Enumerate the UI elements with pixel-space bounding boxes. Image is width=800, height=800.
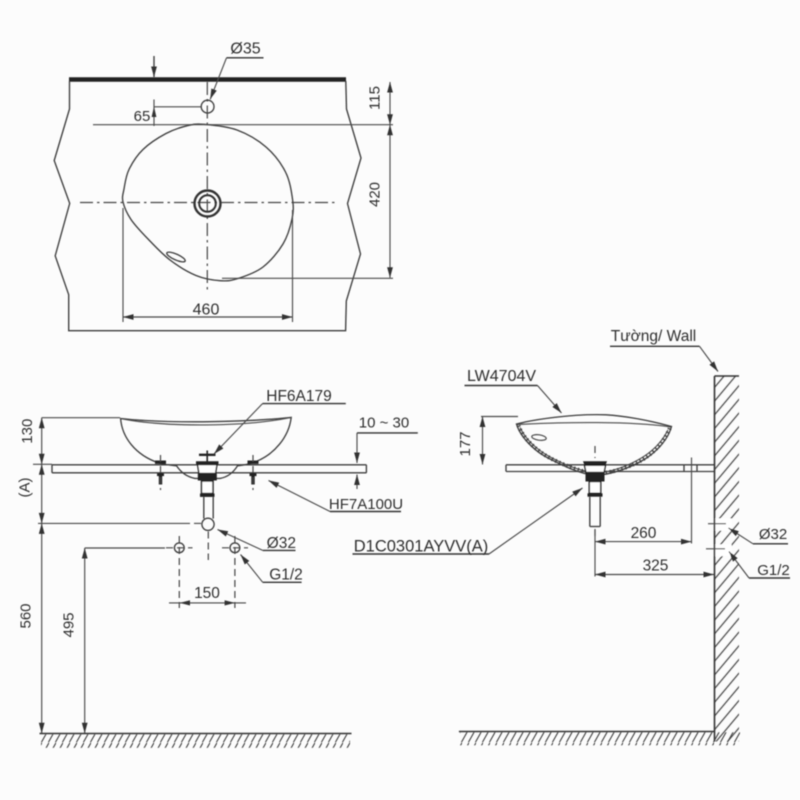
- svg-text:Tường/ Wall: Tường/ Wall: [611, 328, 696, 345]
- svg-text:D1C0301AYVV(A): D1C0301AYVV(A): [354, 538, 489, 556]
- svg-text:Ø32: Ø32: [267, 535, 296, 552]
- svg-text:LW4704V: LW4704V: [467, 368, 536, 385]
- svg-text:(A): (A): [17, 478, 34, 498]
- svg-text:130: 130: [19, 419, 36, 444]
- svg-text:HF7A100U: HF7A100U: [329, 496, 403, 513]
- svg-text:177: 177: [457, 431, 474, 456]
- svg-text:Ø35: Ø35: [230, 41, 260, 58]
- svg-text:65: 65: [134, 108, 151, 125]
- svg-text:325: 325: [643, 558, 669, 575]
- svg-text:560: 560: [18, 603, 35, 628]
- svg-text:115: 115: [367, 86, 384, 110]
- svg-text:HF6A179: HF6A179: [266, 388, 331, 405]
- svg-text:460: 460: [193, 302, 220, 319]
- svg-text:150: 150: [194, 585, 220, 602]
- svg-text:420: 420: [367, 182, 384, 207]
- svg-text:495: 495: [61, 612, 78, 637]
- svg-text:Ø32: Ø32: [759, 526, 787, 543]
- svg-text:260: 260: [631, 525, 657, 542]
- svg-text:10 ~ 30: 10 ~ 30: [359, 415, 409, 432]
- svg-text:G1/2: G1/2: [757, 562, 790, 579]
- svg-text:G1/2: G1/2: [269, 567, 303, 584]
